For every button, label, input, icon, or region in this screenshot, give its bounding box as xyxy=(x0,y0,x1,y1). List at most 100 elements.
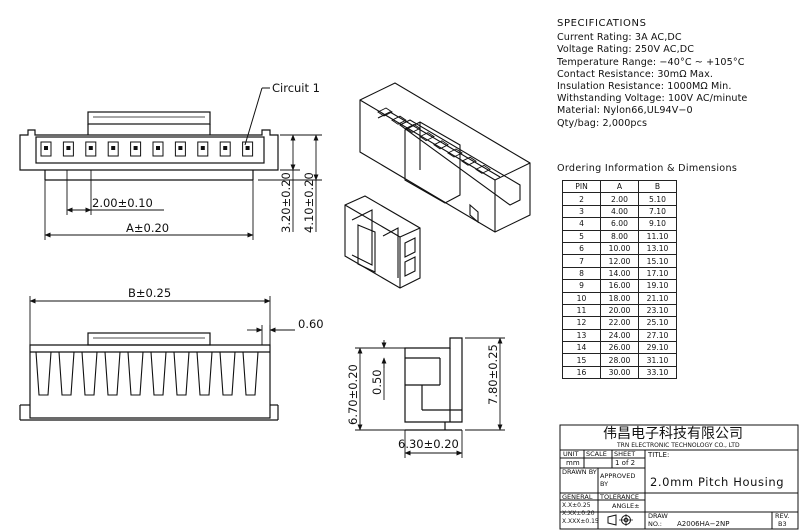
title-block-frame xyxy=(559,424,799,530)
iso-slot xyxy=(461,156,477,166)
spec-line: Material: Nylon66,UL94V−0 xyxy=(557,105,693,117)
side-small-label: 0.50 xyxy=(370,369,384,395)
iso-slot xyxy=(405,123,421,133)
front-view xyxy=(19,111,279,181)
front-pin-slot xyxy=(242,141,254,157)
col-header: B xyxy=(638,179,677,194)
ordering-header-row: PIN A B xyxy=(562,179,677,194)
bottom-teeth xyxy=(35,351,259,396)
iso-slot xyxy=(377,107,393,117)
iso-slot xyxy=(475,164,491,174)
iso-small-housing xyxy=(344,195,421,289)
ordering-cell: 6.00 xyxy=(600,217,639,231)
ordering-cell: 4 xyxy=(562,217,601,231)
front-pin-slot xyxy=(219,141,231,157)
ordering-cell: 12 xyxy=(562,316,601,330)
ordering-cell: 7.10 xyxy=(638,204,677,219)
front-pin-slot xyxy=(62,141,74,157)
ordering-cell: 20.00 xyxy=(600,303,639,318)
front-pin-contact xyxy=(178,146,183,150)
ordering-cell: 30.00 xyxy=(600,365,639,380)
front-pin-slot xyxy=(130,141,142,157)
side-h-label: 6.70±0.20 xyxy=(346,364,360,425)
ordering-cell: 16 xyxy=(562,365,601,380)
ordering-cell: 8.00 xyxy=(600,229,639,243)
ordering-cell: 4.00 xyxy=(600,204,639,219)
ordering-cell: 11 xyxy=(562,303,601,318)
scale-label: SCALE xyxy=(586,450,607,458)
b-label: B±0.25 xyxy=(128,286,171,300)
ordering-cell: 25.10 xyxy=(638,316,677,330)
t-label: 0.60 xyxy=(298,317,324,331)
bottom-tooth xyxy=(150,351,167,396)
sheet-label: SHEET xyxy=(614,450,636,458)
ordering-cell: 8 xyxy=(562,266,601,281)
b-dimension xyxy=(29,296,295,345)
ordering-cell: 13 xyxy=(562,328,601,343)
ordering-cell: 33.10 xyxy=(638,365,677,380)
side-view xyxy=(404,337,463,431)
side-dimensions xyxy=(355,337,505,458)
pitch-label: 2.00±0.10 xyxy=(92,196,153,210)
iso-large-housing xyxy=(359,82,531,233)
front-pin-contact xyxy=(44,146,48,150)
side-w-label: 6.30±0.20 xyxy=(398,437,459,451)
rev-value: B3 xyxy=(778,520,787,528)
company-en: TRN ELECTRONIC TECHNOLOGY CO., LTD xyxy=(617,442,740,449)
unit-value: mm xyxy=(566,459,580,467)
front-pin-contact xyxy=(133,146,138,150)
ordering-cell: 6 xyxy=(562,241,601,256)
col-header: A xyxy=(600,179,639,194)
a-label: A±0.20 xyxy=(126,221,169,235)
ordering-cell: 12.00 xyxy=(600,254,639,268)
draw-no-label: NO.: xyxy=(648,520,662,528)
tolerance-line: X.XX±0.20 xyxy=(562,510,595,517)
sheet-value: 1 of 2 xyxy=(615,459,636,467)
bottom-tooth xyxy=(81,351,98,396)
h2-label: 4.10±0.20 xyxy=(302,172,316,233)
angle-label: ANGLE± xyxy=(612,502,640,510)
front-pin-contact xyxy=(245,146,250,150)
ordering-cell: 28.00 xyxy=(600,353,639,367)
ordering-cell: 14 xyxy=(562,341,601,355)
iso-slot xyxy=(391,115,407,125)
tolerance-line: X.XXX±0.15 xyxy=(562,518,599,525)
iso-slot xyxy=(433,140,449,150)
spec-line: Contact Resistance: 30mΩ Max. xyxy=(557,68,714,80)
front-pin-slot xyxy=(152,141,164,157)
spec-line: Qty/bag: 2,000pcs xyxy=(557,117,648,129)
bottom-tooth xyxy=(35,351,52,396)
ordering-cell: 10.00 xyxy=(600,241,639,256)
ordering-cell: 3 xyxy=(562,204,601,219)
ordering-cell: 15 xyxy=(562,353,601,367)
ordering-cell: 17.10 xyxy=(638,266,677,281)
tolerance-label: TOLERANCE xyxy=(600,493,640,501)
spec-line: Voltage Rating: 250V AC,DC xyxy=(557,44,695,56)
ordering-cell: 13.10 xyxy=(638,241,677,256)
front-pin-slot xyxy=(85,141,97,157)
drawing-title: 2.0mm Pitch Housing xyxy=(650,475,785,489)
bottom-view xyxy=(19,332,279,421)
a-dimension xyxy=(44,180,254,240)
bottom-tooth xyxy=(173,351,190,396)
tolerance-line: X.X±0.25 xyxy=(562,502,591,509)
ordering-cell: 23.10 xyxy=(638,303,677,318)
bottom-tooth xyxy=(219,351,236,396)
ordering-title: Ordering Information & Dimensions xyxy=(557,163,738,174)
ordering-cell: 22.00 xyxy=(600,316,639,330)
ordering-cell: 29.10 xyxy=(638,341,677,355)
front-pins xyxy=(40,141,254,157)
ordering-cell: 26.00 xyxy=(600,341,639,355)
general-label: GENERAL xyxy=(562,493,593,501)
